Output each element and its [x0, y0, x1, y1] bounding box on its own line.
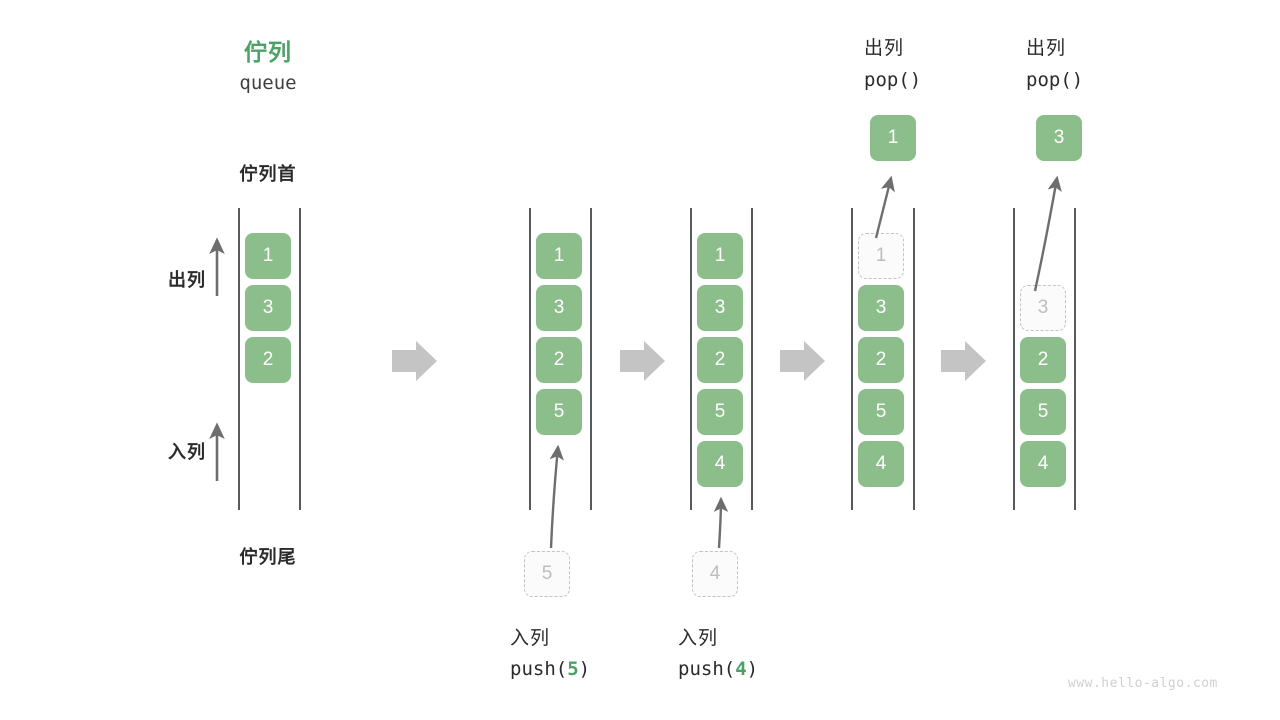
- push4-label-cn: 入列: [678, 628, 719, 649]
- step-arrow-1: [392, 341, 437, 381]
- cell-col5-2[interactable]: 2: [1020, 337, 1066, 383]
- popped-cell-1[interactable]: 1: [870, 115, 916, 161]
- queue-tail-label: 佇列尾: [239, 547, 297, 567]
- rail-left-col3: [690, 208, 692, 510]
- cell-col4-4[interactable]: 4: [858, 441, 904, 487]
- rail-right-col5: [1074, 208, 1076, 510]
- push5-arrow: [549, 444, 564, 549]
- push4-arrow: [713, 496, 729, 549]
- rail-right-col3: [751, 208, 753, 510]
- cell-col3-0[interactable]: 1: [697, 233, 743, 279]
- pop1-label-code: pop(): [864, 69, 922, 91]
- push-ghost-5: 5: [524, 551, 570, 597]
- queue-head-label: 佇列首: [239, 164, 297, 184]
- rail-left-col2: [529, 208, 531, 510]
- pop1-arrow: [874, 175, 895, 239]
- pop3-label-code: pop(): [1026, 69, 1084, 91]
- cell-col4-3[interactable]: 5: [858, 389, 904, 435]
- rail-left-col4: [851, 208, 853, 510]
- push-ghost-4: 4: [692, 551, 738, 597]
- popped-cell-3[interactable]: 3: [1036, 115, 1082, 161]
- cell-col1-1[interactable]: 3: [245, 285, 291, 331]
- cell-col4-0-ghost: 1: [858, 233, 904, 279]
- rail-right-col4: [913, 208, 915, 510]
- pop1-label-cn: 出列: [864, 38, 905, 59]
- cell-col2-1[interactable]: 3: [536, 285, 582, 331]
- cell-col3-2[interactable]: 2: [697, 337, 743, 383]
- cell-col2-3[interactable]: 5: [536, 389, 582, 435]
- cell-col3-4[interactable]: 4: [697, 441, 743, 487]
- diagram-title-en: queue: [239, 72, 297, 94]
- cell-col3-1[interactable]: 3: [697, 285, 743, 331]
- push4-label-code: push(4): [678, 658, 758, 680]
- enqueue-direction-label: 入列: [168, 442, 206, 462]
- push5-code-post: ): [578, 658, 591, 680]
- cell-col3-3[interactable]: 5: [697, 389, 743, 435]
- diagram-title-cn: 佇列: [244, 39, 292, 65]
- push4-code-num: 4: [735, 658, 747, 680]
- step-arrow-3: [780, 341, 825, 381]
- push5-label-code: push(5): [510, 658, 590, 680]
- cell-col1-2[interactable]: 2: [245, 337, 291, 383]
- push5-code-num: 5: [567, 658, 579, 680]
- cell-col2-0[interactable]: 1: [536, 233, 582, 279]
- cell-col4-1[interactable]: 3: [858, 285, 904, 331]
- watermark: www.hello-algo.com: [1068, 676, 1218, 691]
- rail-left-col1: [238, 208, 240, 510]
- push5-code-pre: push(: [510, 658, 568, 680]
- rail-right-col2: [590, 208, 592, 510]
- push4-code-post: ): [746, 658, 759, 680]
- cell-col1-0[interactable]: 1: [245, 233, 291, 279]
- step-arrow-4: [941, 341, 986, 381]
- rail-left-col5: [1013, 208, 1015, 510]
- cell-col5-1-ghost: 3: [1020, 285, 1066, 331]
- push4-code-pre: push(: [678, 658, 736, 680]
- pop3-arrow: [1033, 175, 1062, 292]
- step-arrow-2: [620, 341, 665, 381]
- cell-col2-2[interactable]: 2: [536, 337, 582, 383]
- rail-right-col1: [299, 208, 301, 510]
- push5-label-cn: 入列: [510, 628, 551, 649]
- cell-col5-3[interactable]: 5: [1020, 389, 1066, 435]
- cell-col5-4[interactable]: 4: [1020, 441, 1066, 487]
- cell-col4-2[interactable]: 2: [858, 337, 904, 383]
- dequeue-direction-label: 出列: [168, 270, 206, 290]
- pop3-label-cn: 出列: [1026, 38, 1067, 59]
